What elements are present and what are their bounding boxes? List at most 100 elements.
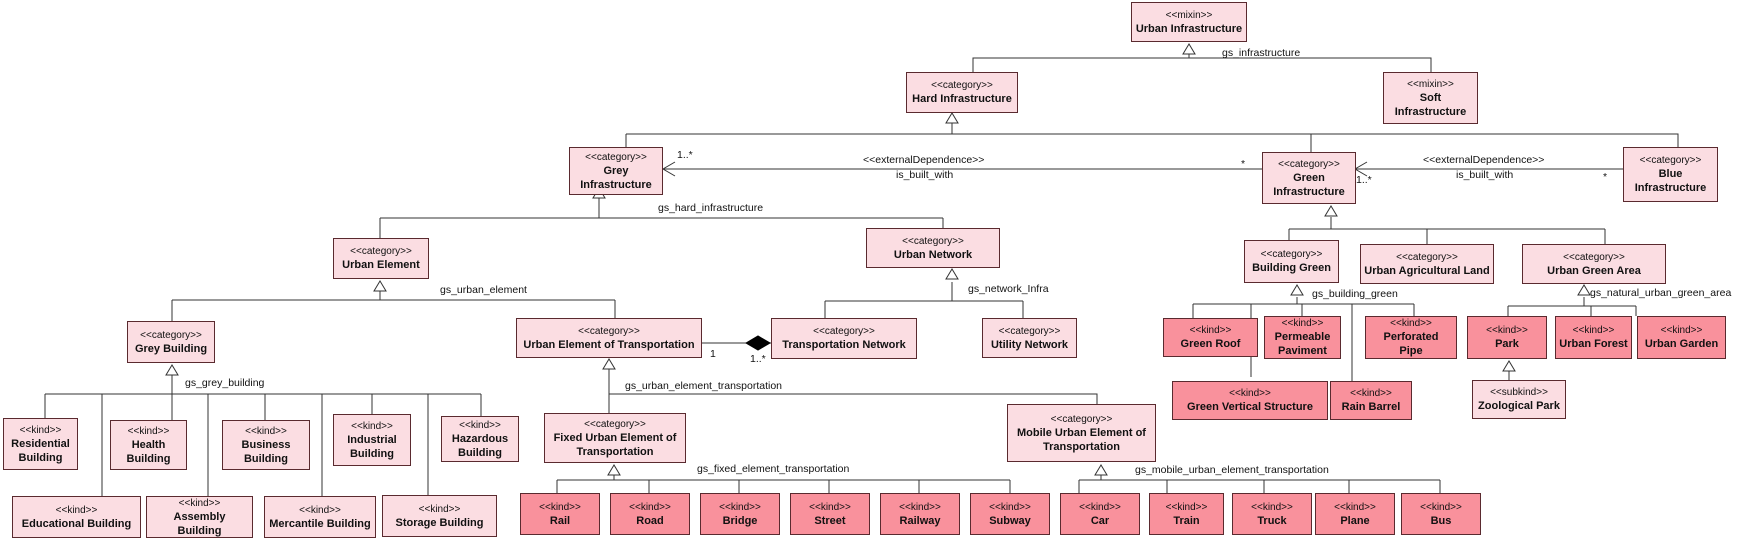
class-soft-infrastructure: <<mixin>> Soft Infrastructure [1383, 72, 1478, 124]
stereotype: <<category>> [902, 235, 964, 247]
class-name: Bus [1430, 514, 1452, 527]
class-bus: <<kind>> Bus [1401, 493, 1481, 535]
label-gs-hard-infrastructure: gs_hard_infrastructure [658, 202, 764, 214]
class-train: <<kind>> Train [1149, 493, 1224, 535]
class-name: Park [1495, 338, 1519, 350]
stereotype: <<kind>> [809, 501, 851, 513]
class-urban-element: <<category>> Urban Element [333, 238, 429, 279]
dependency-name: is_built_with [1456, 169, 1514, 181]
stereotype: <<category>> [578, 325, 640, 337]
class-grey-building: <<category>> Grey Building [127, 321, 215, 363]
stereotype: <<category>> [350, 246, 412, 257]
stereotype: <<kind>> [245, 425, 287, 437]
class-urban-forest: <<kind>> Urban Forest [1555, 316, 1632, 359]
class-name: Industrial Building [347, 433, 397, 460]
stereotype: <<kind>> [899, 501, 941, 513]
stereotype: <<kind>> [1189, 325, 1232, 336]
dependency-stereotype: <<externalDependence>> [1423, 154, 1545, 166]
class-name: Green Infrastructure [1273, 171, 1345, 198]
class-urban-infrastructure: <<mixin>> Urban Infrastructure [1131, 2, 1247, 42]
class-hazardous-building: <<kind>> Hazardous Building [441, 416, 519, 462]
class-bridge: <<kind>> Bridge [700, 493, 780, 535]
class-name: Urban Forest [1559, 338, 1628, 350]
class-industrial-building: <<kind>> Industrial Building [333, 414, 411, 466]
stereotype: <<category>> [140, 329, 202, 341]
class-name: Urban Element of Transportation [523, 338, 695, 351]
dependency-name: is_built_with [896, 169, 954, 181]
class-name: Perforated Pipe [1383, 331, 1439, 357]
class-name: Grey Building [134, 342, 208, 355]
stereotype: <<category>> [584, 418, 646, 430]
multiplicity-label: 1..* [1356, 174, 1372, 186]
stereotype: <<category>> [1639, 155, 1702, 166]
multiplicity-label: 1 [710, 348, 716, 360]
class-grey-infrastructure: <<category>> Grey Infrastructure [569, 147, 663, 195]
class-name: Hazardous Building [451, 432, 509, 459]
stereotype: <<category>> [1278, 158, 1340, 170]
class-name: Subway [989, 514, 1031, 527]
label-gs-grey-building: gs_grey_building [185, 377, 265, 389]
stereotype: <<kind>> [19, 424, 62, 436]
class-name: Urban Green Area [1547, 264, 1641, 277]
stereotype: <<kind>> [418, 503, 461, 515]
class-name: Fixed Urban Element of Transportation [553, 431, 677, 458]
stereotype: <<mixin>> [1407, 78, 1454, 90]
stereotype: <<kind>> [1281, 318, 1324, 329]
class-name: Bridge [722, 514, 758, 527]
class-name: Permeable Paviment [1274, 331, 1331, 357]
class-park: <<kind>> Park [1467, 316, 1547, 359]
multiplicity-label: 1..* [677, 149, 693, 161]
class-name: Grey Infrastructure [580, 164, 652, 191]
class-green-vertical-structure: <<kind>> Green Vertical Structure [1172, 381, 1328, 420]
stereotype: <<kind>> [1390, 318, 1432, 329]
multiplicity-label: * [1241, 158, 1246, 170]
dependency-stereotype: <<externalDependence>> [863, 154, 985, 166]
class-urban-element-of-transportation: <<category>> Urban Element of Transporta… [516, 318, 702, 358]
class-fixed-urban-element: <<category>> Fixed Urban Element of Tran… [544, 413, 686, 463]
stereotype: <<category>> [585, 151, 647, 163]
class-building-green: <<category>> Building Green [1244, 240, 1339, 283]
class-street: <<kind>> Street [790, 493, 870, 535]
class-name: Street [814, 514, 846, 527]
stereotype: <<kind>> [1079, 501, 1121, 513]
class-blue-infrastructure: <<category>> Blue Infrastructure [1623, 147, 1718, 202]
class-name: Urban Network [893, 248, 973, 261]
class-utility-network: <<category>> Utility Network [982, 318, 1077, 358]
class-name: Business Building [241, 438, 291, 465]
class-business-building: <<kind>> Business Building [222, 420, 310, 470]
label-gs-infrastructure: gs_infrastructure [1222, 47, 1301, 59]
class-educational-building: <<kind>> Educational Building [12, 496, 141, 538]
class-name: Rain Barrel [1341, 401, 1401, 413]
class-name: Soft Infrastructure [1394, 91, 1467, 118]
class-name: Urban Agricultural Land [1364, 264, 1490, 277]
class-health-building: <<kind>> Health Building [110, 420, 187, 470]
label-gs-mobile-urban-element-transportation: gs_mobile_urban_element_transportation [1135, 464, 1329, 476]
class-mercantile-building: <<kind>> Mercantile Building [264, 496, 376, 538]
stereotype: <<subkind>> [1490, 387, 1548, 398]
class-name: Blue Infrastructure [1634, 168, 1707, 194]
stereotype: <<kind>> [1660, 325, 1703, 336]
class-name: Utility Network [990, 338, 1068, 351]
class-name: Train [1173, 514, 1200, 527]
class-name: Zoological Park [1478, 400, 1560, 412]
class-rail: <<kind>> Rail [520, 493, 600, 535]
stereotype: <<kind>> [299, 504, 341, 516]
class-name: Educational Building [21, 517, 132, 530]
class-urban-garden: <<kind>> Urban Garden [1637, 316, 1726, 359]
stereotype: <<mixin>> [1165, 9, 1213, 21]
class-name: Green Vertical Structure [1187, 401, 1313, 413]
class-hard-infrastructure: <<category>> Hard Infrastructure [906, 72, 1018, 113]
class-subway: <<kind>> Subway [970, 493, 1050, 535]
multiplicity-label: 1..* [750, 353, 766, 365]
label-gs-urban-element: gs_urban_element [440, 284, 527, 296]
stereotype: <<kind>> [178, 497, 221, 509]
class-permeable-paviment: <<kind>> Permeable Paviment [1264, 316, 1341, 359]
class-name: Truck [1257, 514, 1287, 527]
stereotype: <<kind>> [127, 425, 170, 437]
label-gs-network-infra: gs_network_Infra [968, 283, 1049, 295]
class-railway: <<kind>> Railway [880, 493, 960, 535]
stereotype: <<category>> [1396, 251, 1458, 263]
class-name: Urban Garden [1644, 338, 1719, 350]
stereotype: <<kind>> [1420, 501, 1462, 513]
